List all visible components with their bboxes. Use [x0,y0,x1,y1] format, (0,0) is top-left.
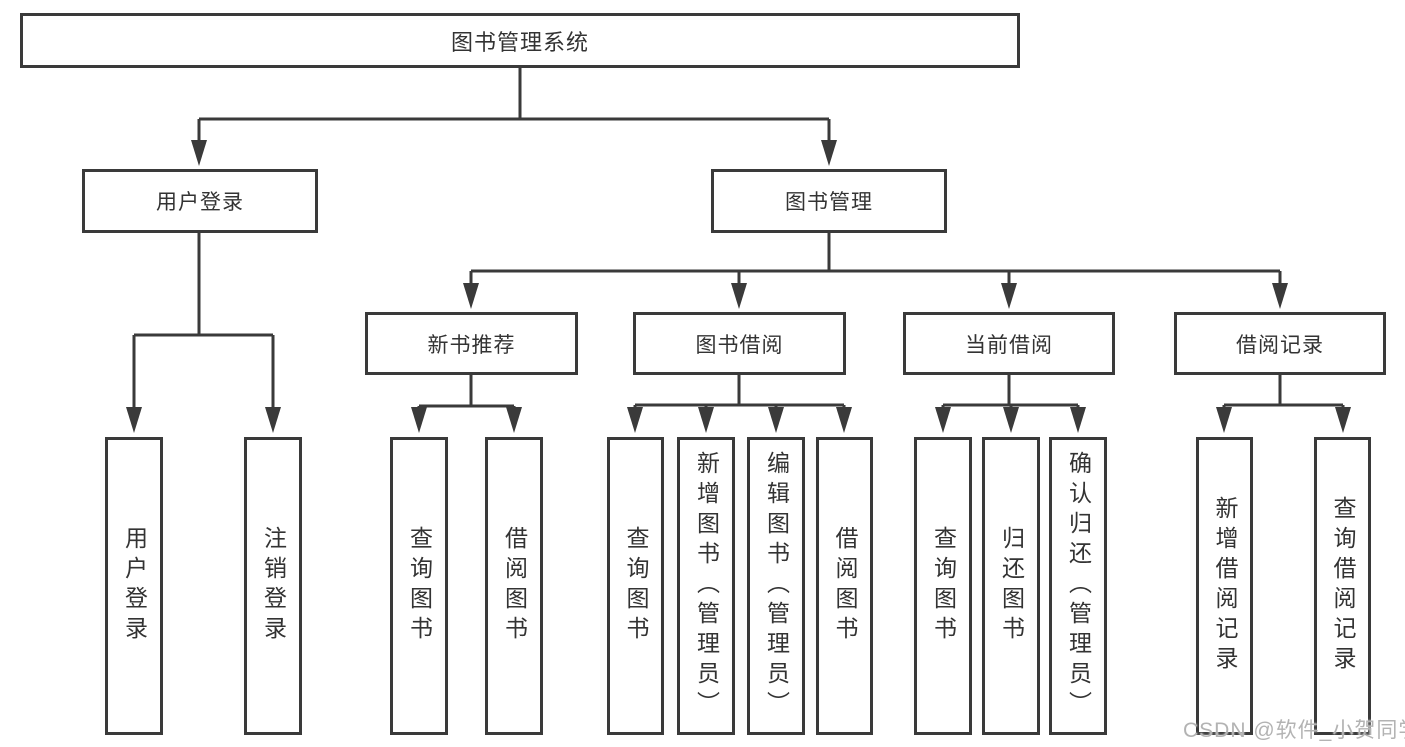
leaf-label: 借阅图书 [501,526,528,646]
leaf-label: 用户登录 [121,526,148,646]
leaf-add-borrow-record: 新增借阅记录 [1196,437,1253,735]
leaf-return-books: 归还图书 [982,437,1040,735]
leaf-label: 查询借阅记录 [1330,496,1356,676]
node-borrow-records: 借阅记录 [1174,312,1386,375]
node-label: 借阅记录 [1236,333,1324,357]
leaf-query-books-current: 查询图书 [914,437,972,735]
leaf-query-books-borrowing: 查询图书 [607,437,664,735]
leaf-logout: 注销登录 [244,437,302,735]
leaf-label: 归还图书 [998,526,1025,646]
leaf-label: 查询图书 [623,526,649,646]
node-label: 图书管理系统 [450,29,589,55]
node-current-borrowing: 当前借阅 [903,312,1115,375]
leaf-add-books-admin: 新增图书（管理员） [677,437,735,735]
leaf-user-login: 用户登录 [105,437,163,735]
node-label: 新书推荐 [427,333,516,357]
leaf-label: 新增借阅记录 [1212,496,1238,676]
leaf-query-borrow-record: 查询借阅记录 [1314,437,1371,735]
leaf-label: 查询图书 [406,526,433,646]
node-label: 图书借阅 [695,333,784,357]
node-user-login: 用户登录 [82,169,318,233]
leaf-query-books-recommend: 查询图书 [390,437,448,735]
node-label: 当前借阅 [965,333,1053,357]
node-book-management: 图书管理 [711,169,947,233]
node-library-management-system: 图书管理系统 [20,13,1020,68]
leaf-label: 编辑图书（管理员） [763,451,790,721]
node-label: 用户登录 [156,191,244,214]
leaf-borrow-books: 借阅图书 [816,437,873,735]
leaf-borrow-books-recommend: 借阅图书 [485,437,543,735]
leaf-label: 借阅图书 [832,526,858,646]
leaf-label: 注销登录 [260,526,287,646]
leaf-label: 确认归还（管理员） [1065,451,1092,721]
node-label: 图书管理 [785,191,873,214]
node-book-borrowing: 图书借阅 [633,312,846,375]
leaf-edit-books-admin: 编辑图书（管理员） [747,437,805,735]
node-new-book-recommendation: 新书推荐 [365,312,578,375]
csdn-watermark: CSDN @软件_小贺同学 [1183,719,1405,742]
leaf-label: 新增图书（管理员） [693,451,720,721]
leaf-label: 查询图书 [930,526,957,646]
leaf-confirm-return-admin: 确认归还（管理员） [1049,437,1107,735]
